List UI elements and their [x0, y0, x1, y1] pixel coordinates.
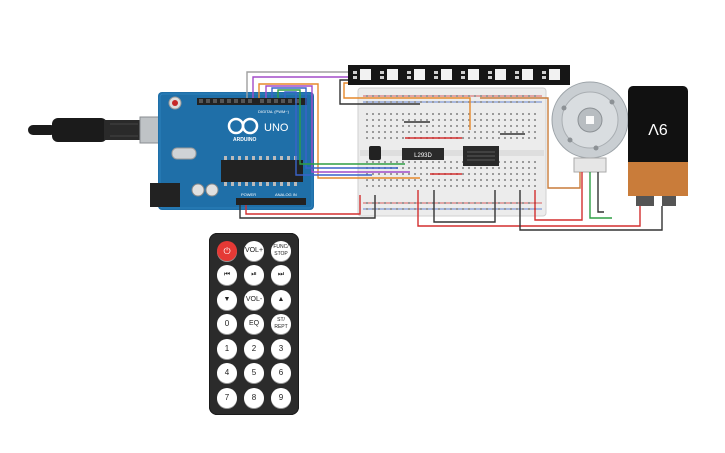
remote-button-seven[interactable]: 7	[217, 388, 237, 408]
board-model-label: UNO	[264, 122, 289, 134]
dc-motor[interactable]	[551, 81, 629, 173]
led-pixel	[488, 69, 506, 80]
remote-button-two[interactable]: 2	[244, 339, 264, 359]
remote-button-five[interactable]: 5	[244, 363, 264, 383]
remote-button-zero[interactable]: 0	[217, 314, 237, 334]
led-pixel	[380, 69, 398, 80]
digital-header-label: DIGITAL (PWM~)	[258, 109, 290, 114]
usb-cable	[28, 116, 166, 144]
led-pixel	[353, 69, 371, 80]
battery-label: 9V	[648, 120, 668, 137]
motor-driver-ic[interactable]: L293D	[402, 148, 444, 160]
remote-button-vol-up[interactable]: VOL+	[244, 241, 264, 261]
power-header-label: POWER	[241, 192, 256, 197]
battery-9v[interactable]: 9V	[628, 86, 688, 206]
analog-header-label: ANALOG IN	[275, 192, 297, 197]
remote-button-down[interactable]: ▼	[217, 290, 237, 310]
ir-receiver[interactable]	[369, 146, 381, 160]
led-strip[interactable]	[348, 65, 570, 85]
remote-button-next[interactable]: ⏭	[271, 265, 291, 285]
remote-button-four[interactable]: 4	[217, 363, 237, 383]
led-pixel	[515, 69, 533, 80]
led-pixel	[434, 69, 452, 80]
remote-button-func-stop[interactable]: FUNC/ STOP	[271, 241, 291, 261]
remote-button-vol-down[interactable]: VOL-	[244, 290, 264, 310]
remote-button-prev[interactable]: ⏮	[217, 265, 237, 285]
driver-ic-label: L293D	[414, 153, 432, 159]
remote-button-three[interactable]: 3	[271, 339, 291, 359]
remote-button-nine[interactable]: 9	[271, 388, 291, 408]
board-brand-label: ARDUINO	[233, 137, 256, 143]
remote-button-st-rept[interactable]: ST/ REPT	[271, 314, 291, 334]
led-pixel	[542, 69, 560, 80]
logic-ic[interactable]	[463, 146, 499, 166]
remote-button-eq[interactable]: EQ	[244, 314, 264, 334]
wires	[239, 71, 663, 231]
led-pixel	[461, 69, 479, 80]
led-pixel	[407, 69, 425, 80]
remote-button-six[interactable]: 6	[271, 363, 291, 383]
arduino-logo-icon	[227, 117, 259, 135]
remote-button-one[interactable]: 1	[217, 339, 237, 359]
remote-button-eight[interactable]: 8	[244, 388, 264, 408]
arduino-uno-board[interactable]: DIGITAL (PWM~) UNO ARDUINO	[150, 92, 314, 210]
remote-button-power[interactable]: ⏻	[217, 241, 237, 261]
remote-button-play-pause[interactable]: ⏯	[244, 265, 264, 285]
breadboard[interactable]	[357, 87, 547, 217]
remote-button-up[interactable]: ▲	[271, 290, 291, 310]
